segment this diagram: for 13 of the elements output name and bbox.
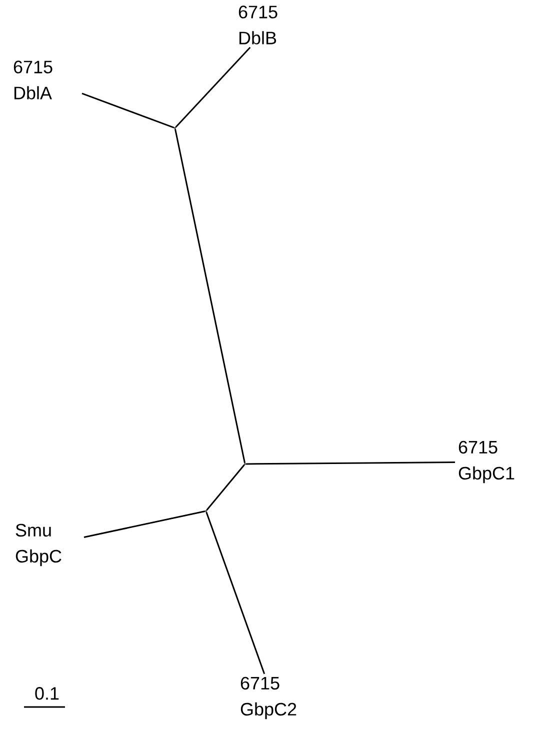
taxon-label: 6715 GbpC2	[240, 676, 296, 720]
tree-branch	[84, 510, 206, 538]
taxon-label: 6715 GbpC1	[458, 440, 514, 484]
tree-branch	[82, 92, 174, 128]
tree-branch	[175, 46, 251, 128]
tree-branch	[206, 512, 266, 674]
tree-branch	[174, 128, 246, 464]
taxon-label: 6715 DblA	[14, 60, 52, 100]
taxon-label: 6715 DblB	[238, 6, 278, 44]
scale-label: 0.1	[35, 687, 59, 700]
tree-branch	[246, 462, 455, 465]
tree-branch	[206, 464, 245, 511]
taxon-label: Smu GbpC	[16, 524, 62, 566]
